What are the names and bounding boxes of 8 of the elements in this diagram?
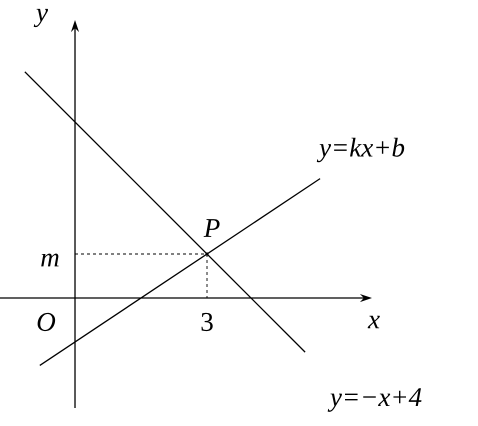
axis-label: y	[34, 8, 48, 28]
origin-label: O	[38, 312, 56, 332]
function-label: y=kx+b	[316, 138, 404, 162]
axis-label: m	[41, 254, 59, 266]
point-label: P	[204, 219, 220, 237]
function-label: y=−x+4	[328, 388, 422, 412]
tick-label: 3	[202, 312, 213, 332]
axis-label: x	[368, 316, 380, 328]
